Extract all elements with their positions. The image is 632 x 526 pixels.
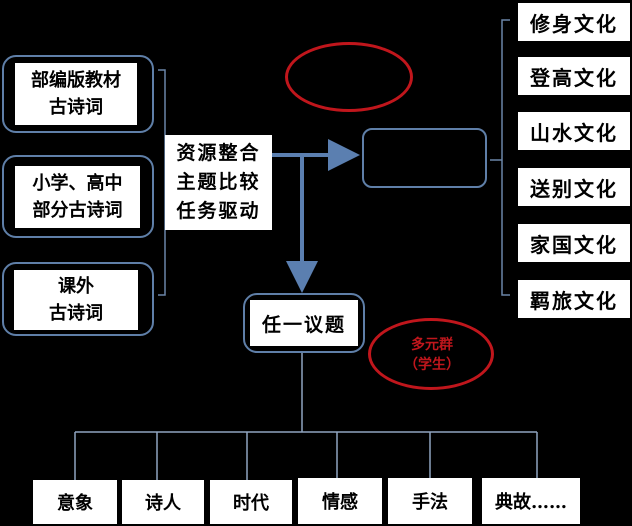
method-2: 主题比较: [176, 171, 261, 193]
dimension-label-1: 意象: [57, 493, 93, 514]
dimension-box-4: 情感: [298, 478, 382, 524]
red-ellipse-top: [285, 42, 413, 112]
culture-box-1: 修身文化: [518, 3, 630, 41]
source-3-line2: 古诗词: [49, 303, 103, 324]
dimension-box-3: 时代: [210, 480, 292, 524]
multi-group-line2: （学生）: [404, 357, 460, 373]
culture-label-1: 修身文化: [530, 11, 618, 36]
topic-label: 任一议题: [261, 313, 346, 336]
culture-label-5: 家国文化: [530, 232, 618, 257]
culture-label-3: 山水文化: [530, 120, 618, 145]
source-frame-2: [2, 155, 154, 238]
dimension-box-6: 典故……: [482, 478, 580, 524]
dimension-box-5: 手法: [388, 478, 472, 524]
multi-group-line1: 多元群: [411, 337, 453, 353]
dimension-label-4: 情感: [322, 492, 358, 513]
culture-label-6: 羁旅文化: [530, 288, 618, 313]
topic-box: 任一议题: [250, 300, 358, 346]
culture-label-2: 登高文化: [530, 65, 618, 90]
culture-box-4: 送别文化: [518, 168, 630, 206]
dimension-label-6: 典故……: [495, 492, 567, 513]
culture-box-6: 羁旅文化: [518, 280, 630, 318]
source-box-1: 部编版教材 古诗词: [15, 63, 137, 125]
method-3: 任务驱动: [176, 200, 261, 222]
culture-box-3: 山水文化: [518, 112, 630, 150]
source-box-2: 小学、高中 部分古诗词: [15, 166, 140, 228]
topic-frame: [243, 293, 365, 353]
dimension-box-1: 意象: [33, 480, 117, 524]
method-1: 资源整合: [176, 142, 261, 164]
culture-label-4: 送别文化: [530, 176, 618, 201]
source-frame-3: [2, 262, 154, 336]
source-1-line2: 古诗词: [49, 97, 103, 118]
dimension-label-5: 手法: [412, 492, 448, 513]
source-3-line1: 课外: [58, 276, 94, 297]
methods-box: 资源整合 主题比较 任务驱动: [165, 135, 272, 230]
culture-box-2: 登高文化: [518, 57, 630, 95]
dimension-label-3: 时代: [233, 493, 269, 514]
dimension-label-2: 诗人: [145, 493, 181, 514]
multi-group-label: 多元群 （学生）: [384, 335, 480, 375]
source-frame-1: [2, 55, 154, 133]
dimension-box-2: 诗人: [122, 480, 204, 524]
source-1-line1: 部编版教材: [31, 70, 121, 91]
source-box-3: 课外 古诗词: [14, 270, 138, 330]
source-2-line1: 小学、高中: [32, 173, 123, 194]
multi-group-ellipse: [368, 318, 494, 390]
culture-box-5: 家国文化: [518, 224, 630, 262]
empty-target-box: [362, 128, 487, 188]
source-2-line2: 部分古诗词: [32, 200, 123, 221]
